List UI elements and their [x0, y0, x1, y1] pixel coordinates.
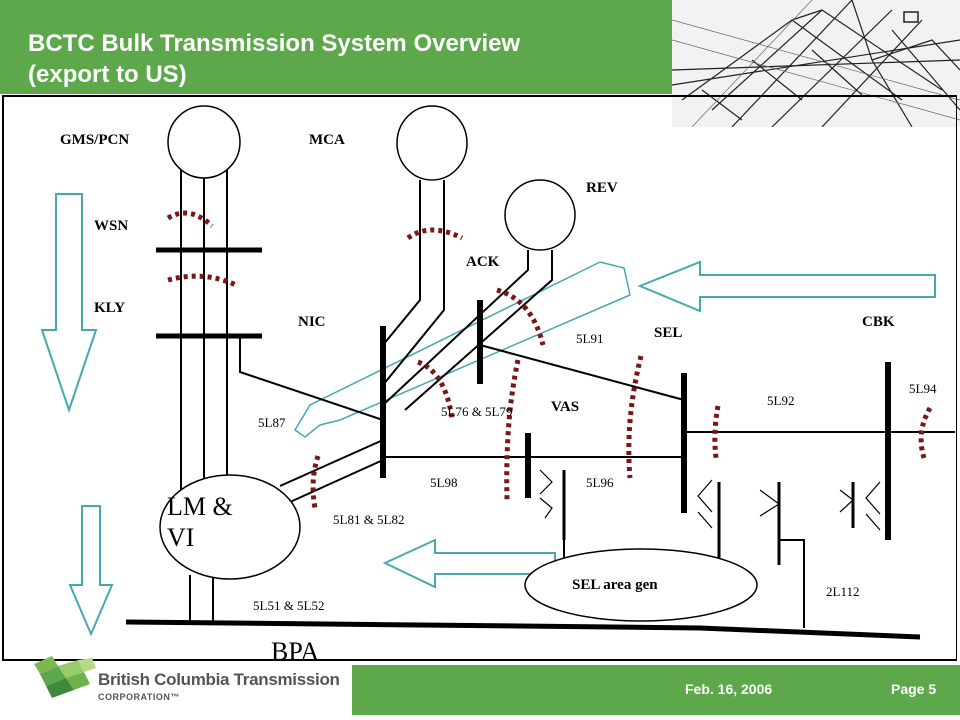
footer-page-number: Page 5 [891, 681, 937, 697]
gen-gms-pcn [167, 105, 241, 179]
transmission-tower-photo [672, 0, 960, 127]
flow-arrow-down-1 [40, 193, 98, 414]
cut-5l81 [310, 455, 321, 509]
cut-5l92 [712, 405, 721, 459]
slide-title-line1: BCTC Bulk Transmission System Overview [28, 30, 521, 57]
cut-ack [496, 287, 546, 346]
label-lm-vi-1: LM & [167, 492, 233, 521]
company-name: British Columbia Transmission [98, 670, 340, 689]
cut-mca [406, 227, 464, 241]
sel-area-gen-node [524, 548, 758, 622]
label-gms-pcn: GMS/PCN [60, 132, 129, 148]
label-5l76-5l79: 5L76 & 5L79 [441, 404, 513, 419]
footer-date: Feb. 16, 2006 [685, 681, 773, 697]
label-vas: VAS [551, 399, 579, 415]
gen-mca [396, 105, 468, 181]
label-5l87: 5L87 [258, 415, 286, 430]
label-kly: KLY [94, 300, 125, 316]
label-5l81-5l82: 5L81 & 5L82 [333, 512, 405, 527]
flow-arrow-diagonal [293, 261, 631, 438]
flow-arrow-left-1 [637, 260, 936, 313]
bpa-bus [125, 619, 921, 640]
label-sel-area-gen: SEL area gen [572, 577, 658, 593]
label-5l51-5l52: 5L51 & 5L52 [253, 598, 325, 613]
label-wsn: WSN [94, 218, 128, 234]
label-5l98: 5L98 [430, 475, 457, 490]
label-rev: REV [586, 180, 618, 196]
label-5l94: 5L94 [909, 381, 937, 396]
lm-vi-node [159, 474, 301, 580]
slide-title: BCTC Bulk Transmission System Overview (… [28, 28, 668, 90]
footer-bar [352, 665, 960, 715]
label-sel: SEL [654, 325, 682, 341]
cut-kly [167, 273, 240, 289]
logo-mark-icon [34, 656, 96, 698]
label-cbk: CBK [862, 314, 895, 330]
label-bpa: BPA [271, 637, 319, 666]
label-mca: MCA [309, 132, 345, 148]
diagram-frame [2, 95, 957, 661]
label-2l112: 2L112 [826, 584, 859, 599]
label-lm-vi-2: VI [167, 523, 194, 552]
flow-arrow-down-2 [68, 505, 114, 637]
bctc-logo [34, 656, 96, 698]
slide-title-line2: (export to US) [28, 61, 187, 88]
gen-rev [504, 179, 576, 251]
cut-5l96 [626, 355, 644, 479]
cut-wsn [166, 210, 214, 228]
cut-5l94 [918, 406, 933, 459]
label-nic: NIC [298, 314, 326, 330]
cut-5l98 [504, 359, 521, 501]
label-5l96: 5L96 [586, 475, 614, 490]
label-5l91: 5L91 [576, 331, 603, 346]
title-bar: BCTC Bulk Transmission System Overview (… [0, 0, 672, 94]
label-ack: ACK [466, 254, 500, 270]
company-subtitle: CORPORATION™ [98, 692, 180, 702]
label-5l92: 5L92 [767, 393, 794, 408]
